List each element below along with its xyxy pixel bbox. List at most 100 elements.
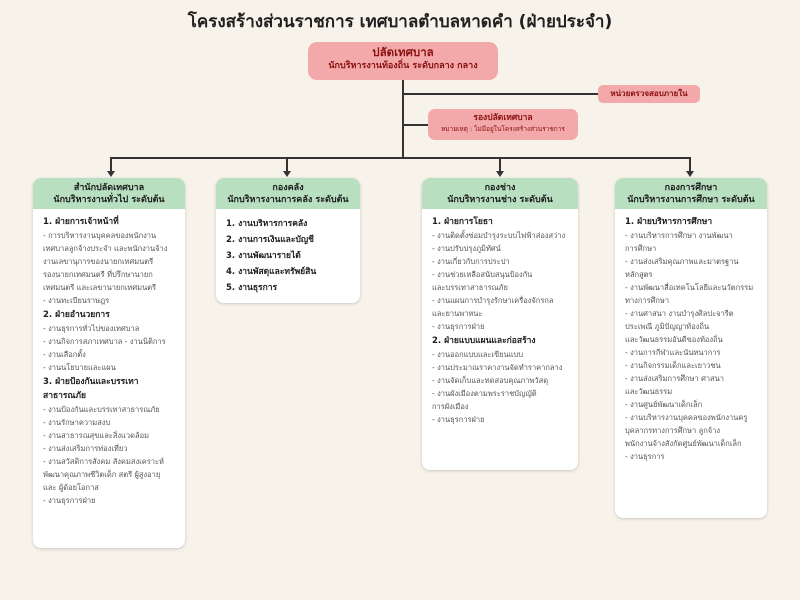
list-item: - งานสวัสดิการสังคม สังคมสงเคราะห์ (43, 457, 164, 466)
list-item: - งานเลือกตั้ง (43, 350, 86, 359)
arrow-dept-3 (496, 171, 504, 177)
list-item: ประเพณี ภูมิปัญญาท้องถิ่น (625, 322, 710, 331)
list-item: - งานช่วยเหลือสนับสนุนป้องกัน (432, 270, 533, 279)
list-item: - งานส่งเสริมการศึกษา ศาสนา (625, 374, 724, 383)
section-title: 1. ฝ่ายการโยธา (432, 217, 493, 227)
department-subtitle: นักบริหารงานช่าง ระดับต้น (447, 195, 553, 205)
list-item: - งานรักษาความสงบ (43, 418, 111, 427)
connector-departments-horizontal (110, 157, 689, 159)
department-engineering: กองช่าง นักบริหารงานช่าง ระดับต้น 1. ฝ่า… (422, 178, 578, 470)
list-item: - งานธุรการฝ่าย (432, 322, 485, 331)
section-title: 1. ฝ่ายการเจ้าหน้าที่ (43, 217, 119, 227)
chief-administrator-subtitle: นักบริหารงานท้องถิ่น ระดับกลาง กลาง (328, 61, 478, 71)
connector-deputy-horizontal (402, 124, 428, 126)
department-header: กองคลัง นักบริหารงานการคลัง ระดับต้น (216, 178, 360, 209)
list-item: - งานการกีฬาและนันทนาการ (625, 348, 721, 357)
list-item: - การบริหารงานบุคคลของพนักงาน (43, 231, 157, 240)
department-subtitle: นักบริหารงานการศึกษา ระดับต้น (627, 195, 755, 205)
list-item: - งานประมาณราคางานจัดทำราคากลาง (432, 363, 563, 372)
connector-audit-horizontal (402, 93, 598, 95)
section-title: 3. งานพัฒนารายได้ (226, 251, 301, 261)
connector-dept-1 (110, 157, 112, 172)
list-item: หลักสูตร (625, 270, 653, 279)
department-subtitle: นักบริหารงานการคลัง ระดับต้น (227, 195, 349, 205)
list-item: และบรรเทาสาธารณภัย (432, 283, 508, 292)
arrow-dept-4 (686, 171, 694, 177)
department-body: 1. งานบริหารการคลัง 2. งานการเงินและบัญช… (216, 209, 360, 302)
department-education: กองการศึกษา นักบริหารงานการศึกษา ระดับต้… (615, 178, 767, 518)
list-item: รองนายกเทศมนตรี ที่ปรึกษานายก (43, 270, 153, 279)
section-title: 4. งานพัสดุและทรัพย์สิน (226, 267, 317, 277)
chief-administrator-name: ปลัดเทศบาล (372, 45, 434, 59)
arrow-dept-1 (107, 171, 115, 177)
list-item: - งานติดตั้งซ่อมบำรุงระบบไฟฟ้าส่องสว่าง (432, 231, 566, 240)
list-item: - งานจัดเก็บและทดสอบคุณภาพวัสดุ (432, 376, 549, 385)
list-item: ทางการศึกษา (625, 296, 670, 305)
list-item: งานเลขานุการของนายกเทศมนตรี (43, 257, 154, 266)
page-title: โครงสร้างส่วนราชการ เทศบาลตำบลหาดคำ (ฝ่า… (187, 12, 613, 32)
list-item: และวัฒนธรรม (625, 387, 673, 396)
list-item: - งานธุรการทั่วไปของเทศบาล (43, 324, 140, 333)
list-item: - งานเกี่ยวกับการประปา (432, 257, 510, 266)
list-item: การศึกษา (625, 244, 657, 253)
section-title: 1. ฝ่ายบริหารการศึกษา (625, 217, 713, 227)
department-body: 1. ฝ่ายการเจ้าหน้าที่ - การบริหารงานบุคค… (33, 209, 185, 513)
connector-main-vertical (402, 80, 404, 158)
list-item: - งานพัฒนาสื่อเทคโนโลยีและนวัตกรรม (625, 283, 754, 292)
list-item: - งานนโยบายและแผน (43, 363, 116, 372)
list-item: เทศบาลลูกจ้างประจำ และพนักงานจ้าง (43, 244, 168, 253)
list-item: และวัฒนธรรมอันดีของท้องถิ่น (625, 335, 723, 344)
department-header: กองช่าง นักบริหารงานช่าง ระดับต้น (422, 178, 578, 209)
department-office-of-clerk: สำนักปลัดเทศบาล นักบริหารงานทั่วไป ระดับ… (33, 178, 185, 548)
list-item: - งานกิจกรรมเด็กและเยาวชน (625, 361, 721, 370)
list-item: - งานผังเมืองตามพระราชบัญญัติ (432, 389, 537, 398)
list-item: - งานธุรการฝ่าย (43, 496, 96, 505)
deputy-administrator-note: หมายเหตุ : ไม่มีอยู่ในโครงสร้างส่วนราชกา… (441, 125, 565, 133)
section-title: 2. งานการเงินและบัญชี (226, 235, 314, 245)
list-item: - งานส่งเสริมการท่องเที่ยว (43, 444, 128, 453)
department-header: สำนักปลัดเทศบาล นักบริหารงานทั่วไป ระดับ… (33, 178, 185, 209)
list-item: การผังเมือง (432, 402, 469, 411)
list-item: - งานบริหารงานบุคคลของพนักงานครู (625, 413, 748, 422)
deputy-administrator-box: รองปลัดเทศบาล หมายเหตุ : ไม่มีอยู่ในโครง… (428, 109, 578, 140)
department-name: สำนักปลัดเทศบาล (73, 183, 145, 193)
section-title: 5. งานธุรการ (226, 283, 278, 293)
list-item: พัฒนาคุณภาพชีวิตเด็ก สตรี ผู้สูงอายุ (43, 470, 161, 479)
list-item: - งานกิจการสภาเทศบาล - งานนิติการ (43, 337, 166, 346)
list-item: - งานปรับปรุงภูมิทัศน์ (432, 244, 501, 253)
department-body: 1. ฝ่ายการโยธา - งานติดตั้งซ่อมบำรุงระบบ… (422, 209, 578, 432)
department-body: 1. ฝ่ายบริหารการศึกษา - งานบริหารการศึกษ… (615, 209, 767, 469)
list-item: - งานศาสนา งานบำรุงศิลปะจารีต (625, 309, 734, 318)
connector-dept-3 (499, 157, 501, 172)
section-title: 1. งานบริหารการคลัง (226, 219, 308, 229)
list-item: - งานแผนการบำรุงรักษาเครื่องจักรกล (432, 296, 554, 305)
department-name: กองคลัง (272, 183, 304, 193)
list-item: - งานศูนย์พัฒนาเด็กเล็ก (625, 400, 703, 409)
list-item: - งานทะเบียนราษฎร (43, 296, 110, 305)
list-item: - งานออกแบบและเขียนแบบ (432, 350, 524, 359)
department-name: กองการศึกษา (664, 183, 718, 193)
section-title: 3. ฝ่ายป้องกันและบรรเทาสาธารณภัย (43, 377, 139, 401)
internal-audit-box: หน่วยตรวจสอบภายใน (598, 85, 700, 103)
connector-dept-2 (286, 157, 288, 172)
section-title: 2. ฝ่ายแบบแผนและก่อสร้าง (432, 336, 536, 346)
list-item: - งานสาธารณสุขและสิ่งแวดล้อม (43, 431, 150, 440)
section-title: 2. ฝ่ายอำนวยการ (43, 310, 110, 320)
list-item: พนักงานจ้างสังกัดศูนย์พัฒนาเด็กเล็ก (625, 439, 742, 448)
list-item: บุคลากรทางการศึกษา ลูกจ้าง (625, 426, 720, 435)
department-finance: กองคลัง นักบริหารงานการคลัง ระดับต้น 1. … (216, 178, 360, 303)
department-subtitle: นักบริหารงานทั่วไป ระดับต้น (53, 195, 165, 205)
deputy-administrator-name: รองปลัดเทศบาล (473, 113, 533, 123)
department-header: กองการศึกษา นักบริหารงานการศึกษา ระดับต้… (615, 178, 767, 209)
list-item: และยานพาหนะ (432, 309, 483, 318)
department-name: กองช่าง (484, 183, 516, 193)
arrow-dept-2 (283, 171, 291, 177)
list-item: และ ผู้ด้อยโอกาส (43, 483, 99, 492)
list-item: - งานธุรการฝ่าย (432, 415, 485, 424)
chief-administrator-box: ปลัดเทศบาล นักบริหารงานท้องถิ่น ระดับกลา… (308, 42, 498, 80)
list-item: เทศมนตรี และเลขานายกเทศมนตรี (43, 283, 157, 292)
list-item: - งานป้องกันและบรรเทาสาธารณภัย (43, 405, 160, 414)
list-item: - งานธุรการ (625, 452, 665, 461)
list-item: - งานบริหารการศึกษา งานพัฒนา (625, 231, 733, 240)
list-item: - งานส่งเสริมคุณภาพและมาตรฐาน (625, 257, 739, 266)
